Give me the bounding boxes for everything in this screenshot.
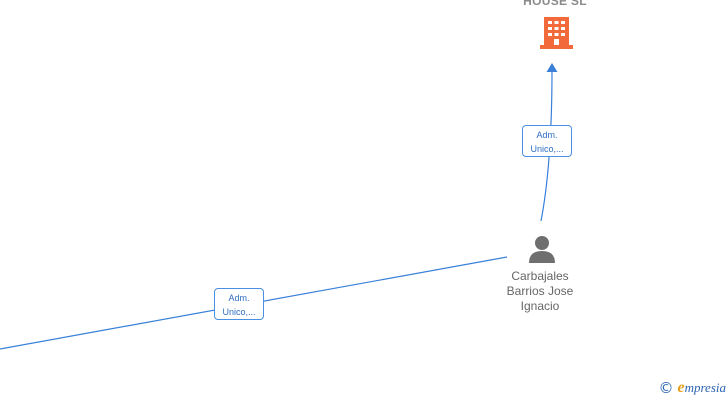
brand-initial: e	[677, 379, 685, 396]
person-name-line: Carbajales	[511, 269, 569, 283]
brand-name: mpresia	[684, 380, 726, 395]
edge-person-to-company	[540, 69, 553, 222]
person-name[interactable]: Carbajales Barrios Jose Ignacio	[486, 269, 594, 314]
edge-label-line: Adm.	[536, 130, 558, 140]
brand-logo[interactable]: empresia	[677, 379, 726, 397]
edge-label-line: Adm.	[228, 293, 250, 303]
arrowhead	[546, 63, 558, 72]
person-name-line: Ignacio	[520, 299, 560, 313]
footer-brand: © empresia	[658, 378, 726, 398]
person-icon[interactable]	[527, 235, 557, 263]
edge-label-bottom[interactable]: Adm. Unico,...	[214, 288, 264, 320]
building-icon[interactable]	[540, 15, 573, 49]
person-name-line: Barrios Jose	[506, 284, 574, 298]
edge-label-line: Unico,...	[530, 144, 564, 154]
company-name[interactable]: HOUSE SL	[523, 0, 587, 8]
edge-label-line: Unico,...	[222, 307, 256, 317]
edge-label-top[interactable]: Adm. Unico,...	[522, 125, 572, 157]
copyright-icon: ©	[658, 379, 674, 397]
